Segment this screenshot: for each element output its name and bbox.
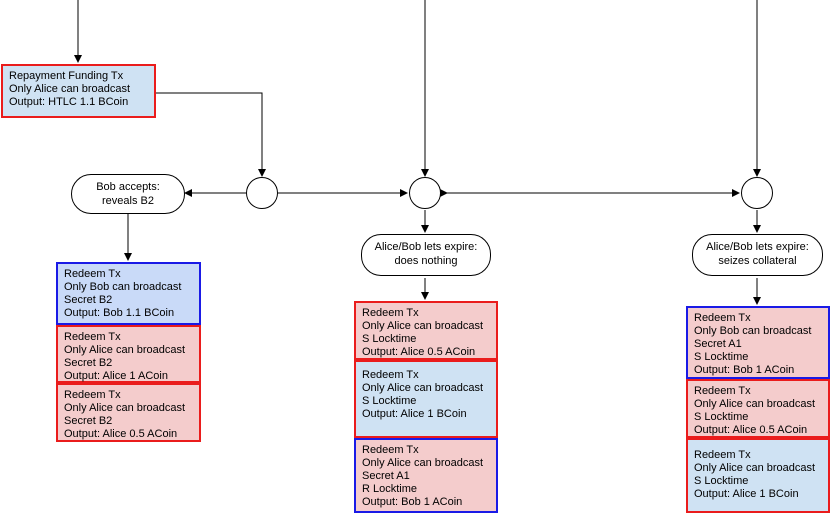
decision-node	[409, 177, 441, 209]
redeem-tx-box: Redeem Tx Only Alice can broadcast Secre…	[56, 383, 201, 442]
decision-node	[741, 177, 773, 209]
arrow-funding-to-node1	[155, 92, 266, 177]
action-bob-accepts: Bob accepts: reveals B2	[71, 174, 185, 214]
redeem-tx-box: Redeem Tx Only Alice can broadcast S Loc…	[354, 360, 498, 438]
decision-node	[246, 177, 278, 209]
action-expire-seizes-collateral: Alice/Bob lets expire: seizes collateral	[692, 234, 823, 276]
redeem-tx-box: Redeem Tx Only Alice can broadcast S Loc…	[354, 301, 498, 360]
redeem-tx-box: Redeem Tx Only Alice can broadcast Secre…	[354, 438, 498, 513]
action-expire-does-nothing: Alice/Bob lets expire: does nothing	[361, 234, 491, 276]
redeem-tx-box: Redeem Tx Only Bob can broadcast Secret …	[56, 262, 201, 325]
redeem-tx-box: Redeem Tx Only Alice can broadcast S Loc…	[686, 438, 830, 513]
redeem-tx-box: Redeem Tx Only Alice can broadcast S Loc…	[686, 379, 830, 438]
repayment-funding-tx: Repayment Funding Tx Only Alice can broa…	[1, 64, 156, 118]
redeem-tx-box: Redeem Tx Only Bob can broadcast Secret …	[686, 306, 830, 379]
redeem-tx-box: Redeem Tx Only Alice can broadcast Secre…	[56, 325, 201, 383]
